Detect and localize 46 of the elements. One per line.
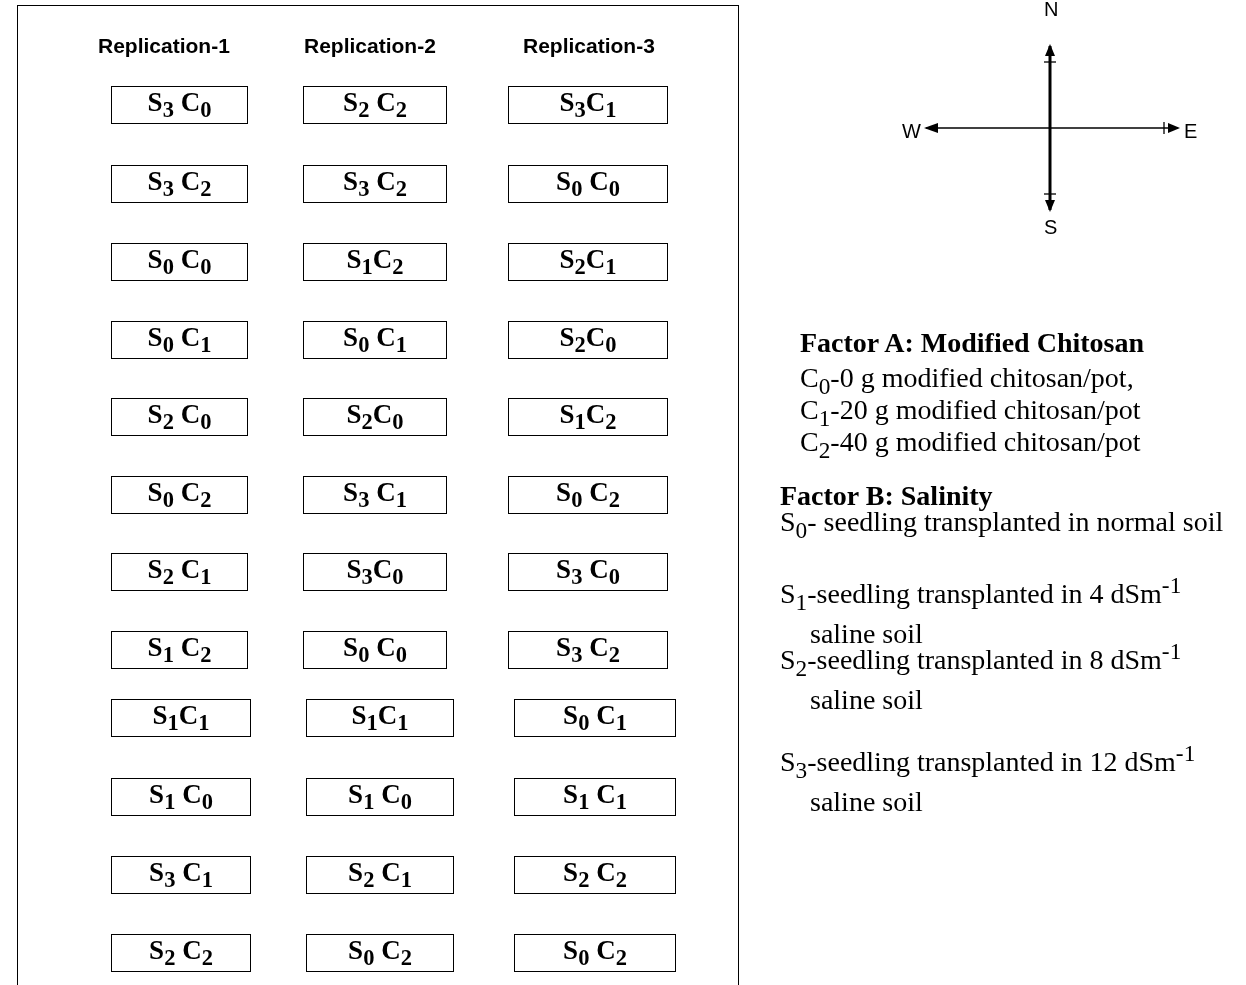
plot-box: S$_{1}$ C$_{0}$ [111, 778, 251, 816]
plot-box: S$_{2}$ C$_{0}$ [111, 398, 248, 436]
plot-box: S$_{3}$ C$_{2}$ [508, 631, 668, 669]
plot-box: S$_{0}$ C$_{1}$ [514, 699, 676, 737]
plot-box: S$_{2}$ C$_{2}$ [111, 934, 251, 972]
plot-box: S$_{1}$ C$_{2}$ [111, 631, 248, 669]
plot-box: S$_{3}$C$_{1}$ [508, 86, 668, 124]
plot-box: S$_{3}$ C$_{2}$ [111, 165, 248, 203]
plot-box: S$_{0}$ C$_{2}$ [514, 934, 676, 972]
plot-box: S$_{3}$C$_{0}$ [303, 553, 447, 591]
plot-box: S$_{2}$ C$_{1}$ [306, 856, 454, 894]
plot-box: S$_{0}$ C$_{0}$ [508, 165, 668, 203]
plot-box: S$_{2}$ C$_{2}$ [514, 856, 676, 894]
plot-box: S$_{0}$ C$_{1}$ [111, 321, 248, 359]
direction-letter: E [1184, 120, 1198, 143]
plot-box: S$_{2}$C$_{0}$ [303, 398, 447, 436]
field-outline [17, 5, 739, 985]
legend-heading: Factor A: Modified Chitosan [800, 327, 1145, 358]
plot-box: S$_{0}$ C$_{0}$ [303, 631, 447, 669]
plot-box: S$_{0}$ C$_{2}$ [111, 476, 248, 514]
plot-box: S$_{1}$C$_{2}$ [303, 243, 447, 281]
plot-box: S$_{1}$C$_{2}$ [508, 398, 668, 436]
plot-box: S$_{1}$C$_{1}$ [306, 699, 454, 737]
column-heading: Replication-3 [523, 34, 655, 58]
column-heading: Replication-1 [98, 34, 230, 58]
plot-box: S$_{3}$ C$_{1}$ [111, 856, 251, 894]
direction-letter: W [902, 120, 921, 143]
plot-box: S$_{0}$ C$_{2}$ [508, 476, 668, 514]
direction-letter: S [1044, 216, 1058, 239]
plot-box: S$_{3}$ C$_{0}$ [508, 553, 668, 591]
column-heading: Replication-2 [304, 34, 436, 58]
legend-text: S$_{3}$-seedling transplanted in 12 dSm$^{-1}$ saline soil [780, 739, 1197, 817]
plot-box: S$_{3}$ C$_{1}$ [303, 476, 447, 514]
plot-box: S$_{2}$C$_{1}$ [508, 243, 668, 281]
plot-box: S$_{0}$ C$_{1}$ [303, 321, 447, 359]
plot-box: S$_{1}$ C$_{1}$ [514, 778, 676, 816]
direction-letter: N [1044, 0, 1059, 21]
plot-box: S$_{1}$ C$_{0}$ [306, 778, 454, 816]
plot-box: S$_{2}$ C$_{2}$ [303, 86, 447, 124]
plot-box: S$_{0}$ C$_{0}$ [111, 243, 248, 281]
plot-box: S$_{3}$ C$_{2}$ [303, 165, 447, 203]
plot-box: S$_{2}$ C$_{1}$ [111, 553, 248, 591]
plot-box: S$_{1}$C$_{1}$ [111, 699, 251, 737]
plot-box: S$_{3}$ C$_{0}$ [111, 86, 248, 124]
plot-box: S$_{2}$C$_{0}$ [508, 321, 668, 359]
plot-box: S$_{0}$ C$_{2}$ [306, 934, 454, 972]
